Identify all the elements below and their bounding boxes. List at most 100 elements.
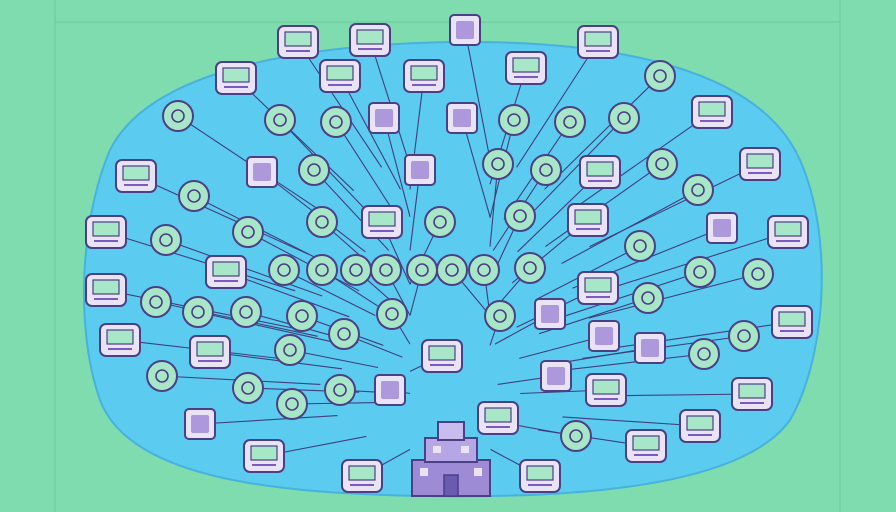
network-node — [688, 338, 720, 370]
network-node — [306, 206, 338, 238]
connection-line — [562, 271, 701, 318]
network-node — [684, 256, 716, 288]
network-node — [682, 174, 714, 206]
network-node — [739, 147, 781, 181]
connection-line — [544, 75, 661, 190]
network-node — [706, 212, 738, 244]
network-node — [504, 200, 536, 232]
network-node — [577, 271, 619, 305]
network-node — [579, 155, 621, 189]
network-node — [146, 360, 178, 392]
network-node — [771, 305, 813, 339]
network-node — [286, 300, 318, 332]
network-node — [646, 148, 678, 180]
connection-line — [527, 117, 625, 218]
network-node — [376, 298, 408, 330]
network-node — [189, 335, 231, 369]
connection-line — [461, 117, 491, 217]
network-node — [691, 95, 733, 129]
network-node — [406, 254, 438, 286]
network-node — [306, 254, 338, 286]
network-node — [140, 286, 172, 318]
network-node — [162, 100, 194, 132]
connection-line — [588, 273, 759, 319]
network-node — [742, 258, 774, 290]
network-node — [243, 439, 285, 473]
network-node — [421, 339, 463, 373]
network-node — [484, 300, 516, 332]
connection-line — [135, 175, 309, 255]
network-node — [230, 296, 262, 328]
connection-line — [209, 351, 343, 370]
network-node — [567, 203, 609, 237]
network-node — [634, 332, 666, 364]
network-node — [374, 374, 406, 406]
connection-line — [105, 231, 296, 292]
network-node — [403, 59, 445, 93]
network-node — [319, 59, 361, 93]
network-node — [560, 420, 592, 452]
network-node — [276, 388, 308, 420]
connection-line — [564, 353, 705, 371]
network-node — [205, 255, 247, 289]
network-node — [298, 154, 330, 186]
network-node — [554, 106, 586, 138]
connection-line — [562, 416, 701, 427]
central-building-icon — [411, 421, 491, 497]
connection-line — [193, 195, 336, 268]
network-node — [268, 254, 300, 286]
network-node — [424, 206, 456, 238]
network-node — [115, 159, 157, 193]
network-node — [215, 61, 257, 95]
network-node — [349, 23, 391, 57]
connection-line — [283, 269, 376, 316]
network-node — [404, 154, 436, 186]
network-node — [361, 205, 403, 239]
network-node — [446, 102, 478, 134]
connection-line — [235, 77, 355, 192]
network-node — [540, 360, 572, 392]
network-node — [482, 148, 514, 180]
network-node — [644, 60, 676, 92]
connection-line — [589, 163, 761, 248]
network-node — [632, 282, 664, 314]
network-node — [498, 104, 530, 136]
connection-line — [197, 311, 337, 344]
network-node — [232, 372, 264, 404]
network-node — [519, 459, 561, 493]
network-node — [264, 104, 296, 136]
network-node — [449, 14, 481, 46]
network-node — [370, 254, 402, 286]
network-node — [514, 252, 546, 284]
network-node — [328, 318, 360, 350]
network-node — [588, 320, 620, 352]
network-node — [341, 459, 383, 493]
network-node — [324, 374, 356, 406]
network-node — [320, 106, 352, 138]
network-node — [608, 102, 640, 134]
network-node — [150, 224, 182, 256]
network-node — [534, 298, 566, 330]
network-node — [368, 102, 400, 134]
network-node — [731, 377, 773, 411]
network-node — [182, 296, 214, 328]
network-node — [530, 154, 562, 186]
network-node — [767, 215, 809, 249]
network-node — [246, 156, 278, 188]
network-node — [232, 216, 264, 248]
network-node — [625, 429, 667, 463]
network-node — [277, 25, 319, 59]
connection-line — [247, 231, 360, 292]
network-node — [679, 409, 721, 443]
network-node — [184, 408, 216, 440]
network-node — [505, 51, 547, 85]
network-node — [468, 254, 500, 286]
network-node — [85, 215, 127, 249]
network-node — [585, 373, 627, 407]
network-nodes — [85, 14, 813, 493]
connection-line — [335, 121, 400, 220]
connection-line — [199, 415, 338, 425]
connection-line — [464, 29, 491, 160]
